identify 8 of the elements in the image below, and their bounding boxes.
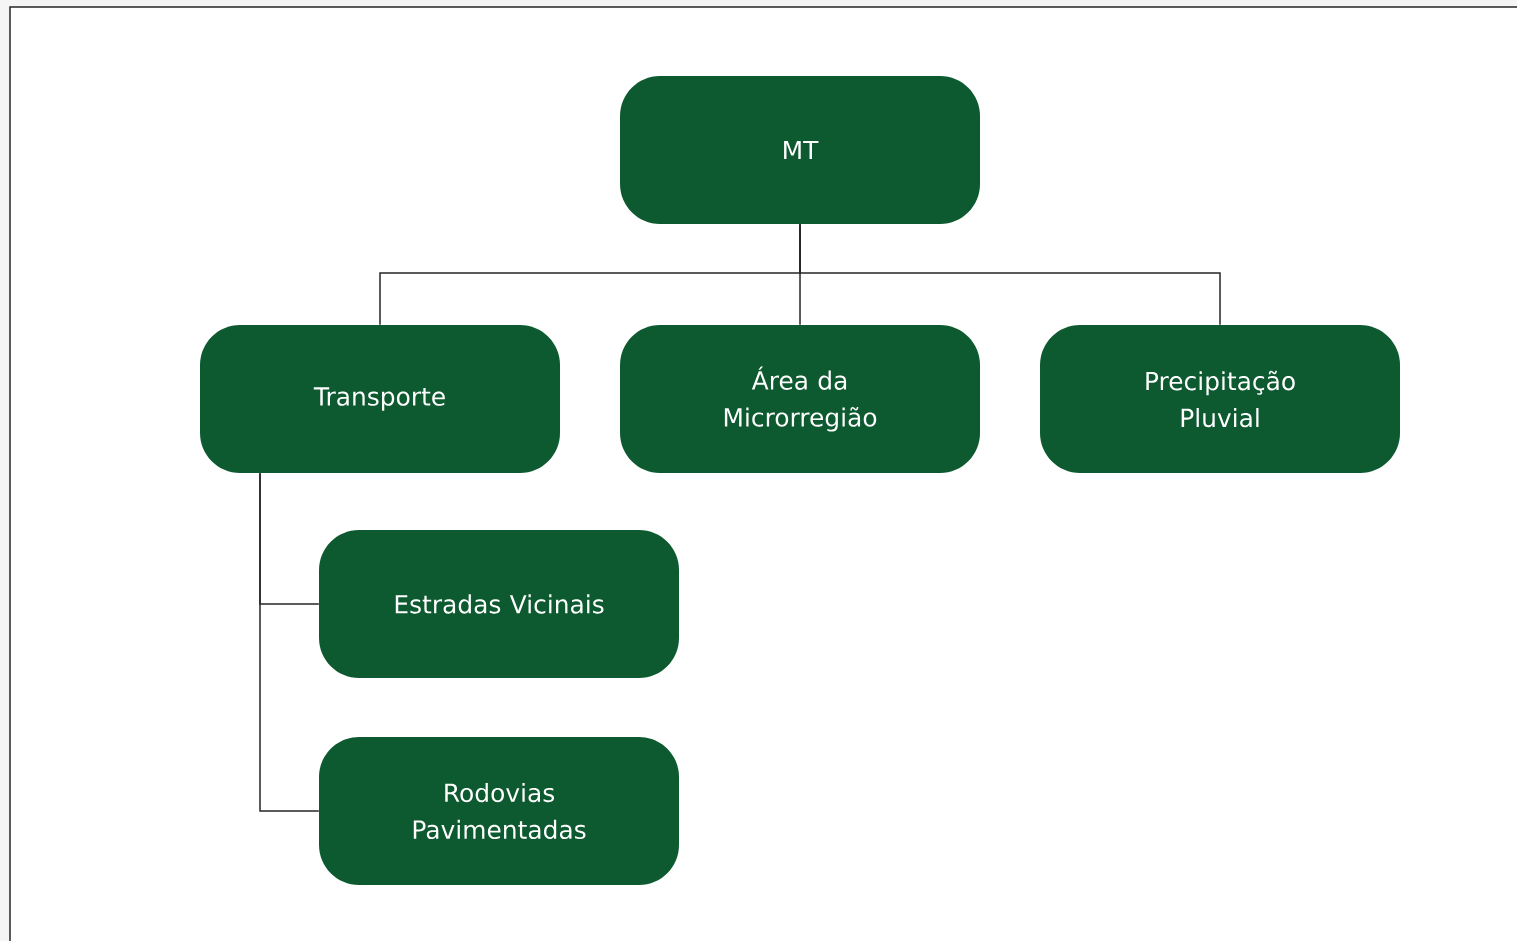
process-box: Transporte [200,325,560,473]
process-box: Rodovias Pavimentadas [319,737,679,885]
process-box: Área da Microrregião [620,325,980,473]
connector-line [799,223,1221,326]
process-box: Precipitação Pluvial [1040,325,1400,473]
connector-line [259,472,320,812]
process-box: Estradas Vicinais [319,530,679,678]
process-box: MT [620,76,980,224]
